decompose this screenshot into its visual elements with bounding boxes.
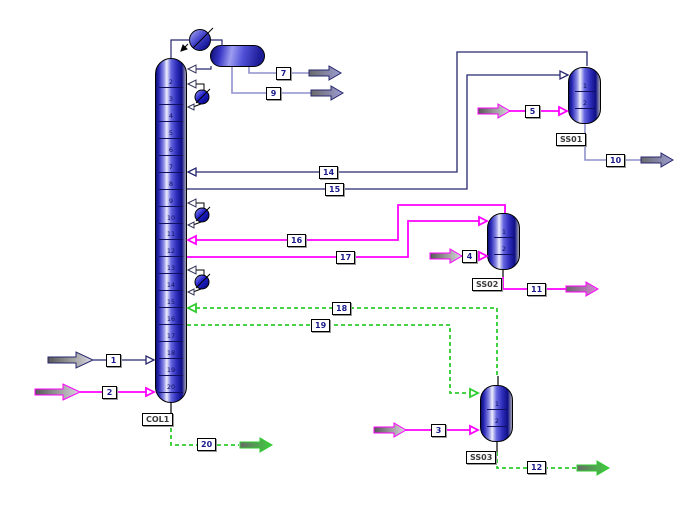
stream-7-product-arrow[interactable] [308, 65, 342, 81]
stream-15-line[interactable] [187, 69, 570, 190]
stream-9-product-arrow[interactable] [310, 85, 344, 101]
reflux-drum[interactable] [210, 45, 265, 67]
stream-label-19[interactable]: 19 [311, 319, 331, 332]
condenser-loop-line [170, 39, 223, 70]
stream-12-line[interactable] [496, 452, 576, 469]
tray-mark: 2 [494, 245, 514, 255]
stream-label-16[interactable]: 16 [287, 234, 307, 247]
stream-1-line[interactable] [93, 354, 156, 366]
stream-4-feed-arrow[interactable] [429, 248, 463, 264]
tray-mark: 7 [159, 163, 183, 173]
stream-18-line[interactable] [185, 302, 498, 376]
column-col1[interactable]: 2 3 4 5 6 7 8 9 10 11 12 13 14 15 16 17 18 19 20 [155, 58, 187, 403]
stream-3-feed-arrow[interactable] [373, 422, 407, 438]
stream-20-product-arrow[interactable] [239, 437, 273, 453]
tray-mark: 2 [575, 99, 595, 109]
tray-mark: 1 [487, 400, 507, 410]
tray-mark: 1 [575, 82, 595, 92]
stream-label-18[interactable]: 18 [332, 302, 352, 315]
tray-mark: 18 [159, 349, 183, 360]
condenser-diagonal-icon [192, 27, 214, 49]
stream-label-9[interactable]: 9 [266, 87, 281, 100]
stream-label-5[interactable]: 5 [525, 105, 540, 118]
tray-mark: 1 [494, 228, 514, 238]
condenser-duty-arrow-icon [180, 43, 189, 52]
stream-label-20[interactable]: 20 [197, 438, 217, 451]
tray-mark: 3 [159, 95, 183, 105]
unit-label-ss02[interactable]: SS02 [472, 278, 503, 291]
tray-mark: 5 [159, 129, 183, 139]
tray-mark: 20 [159, 383, 183, 393]
stream-2-line[interactable] [80, 386, 157, 398]
tray-mark: 19 [159, 366, 183, 376]
pumparound-2[interactable] [186, 198, 211, 229]
tray-mark: 2 [487, 417, 507, 427]
stream-label-15[interactable]: 15 [325, 183, 345, 196]
tray-mark: 12 [159, 247, 183, 258]
tray-mark: 6 [159, 146, 183, 156]
stream-5-feed-arrow[interactable] [477, 103, 511, 119]
unit-label-col1[interactable]: COL1 [142, 413, 174, 426]
unit-label-ss01[interactable]: SS01 [556, 133, 587, 146]
tray-mark: 16 [159, 315, 183, 326]
tray-mark: 17 [159, 332, 183, 343]
stream-label-14[interactable]: 14 [319, 166, 339, 179]
stream-label-12[interactable]: 12 [527, 461, 547, 474]
tray-mark: 13 [159, 264, 183, 275]
stream-11-product-arrow[interactable] [565, 281, 599, 297]
stream-label-7[interactable]: 7 [276, 67, 291, 80]
unit-label-ss03[interactable]: SS03 [466, 451, 497, 464]
stream-label-4[interactable]: 4 [462, 250, 477, 263]
reflux-arrowhead-icon [186, 64, 197, 74]
stream-1-feed-arrow[interactable] [47, 351, 95, 369]
stream-19-line[interactable] [187, 324, 481, 399]
pumparound-1[interactable] [186, 79, 211, 111]
tray-mark: 15 [159, 298, 183, 309]
stream-label-2[interactable]: 2 [102, 386, 117, 399]
tray-mark: 14 [159, 281, 183, 292]
stream-9-line[interactable] [231, 67, 311, 94]
vessel-nozzle-stubs [170, 270, 504, 452]
stream-17-line[interactable] [187, 215, 490, 258]
pumparound-3[interactable] [186, 265, 211, 296]
stream-12-product-arrow[interactable] [576, 460, 610, 476]
tray-mark: 2 [159, 78, 183, 88]
stream-14-line[interactable] [186, 51, 588, 178]
stream-2-feed-arrow[interactable] [34, 383, 82, 401]
stream-label-1[interactable]: 1 [106, 354, 121, 367]
tray-mark: 8 [159, 180, 183, 190]
stream-label-11[interactable]: 11 [527, 283, 547, 296]
stream-label-17[interactable]: 17 [336, 251, 356, 264]
tray-mark: 10 [159, 214, 183, 224]
stream-10-product-arrow[interactable] [640, 152, 674, 168]
tray-mark: 4 [159, 112, 183, 122]
stream-label-10[interactable]: 10 [606, 154, 626, 167]
stream-16-line[interactable] [185, 204, 506, 246]
tray-mark: 9 [159, 197, 183, 207]
stream-label-3[interactable]: 3 [431, 424, 446, 437]
tray-mark: 11 [159, 230, 183, 241]
